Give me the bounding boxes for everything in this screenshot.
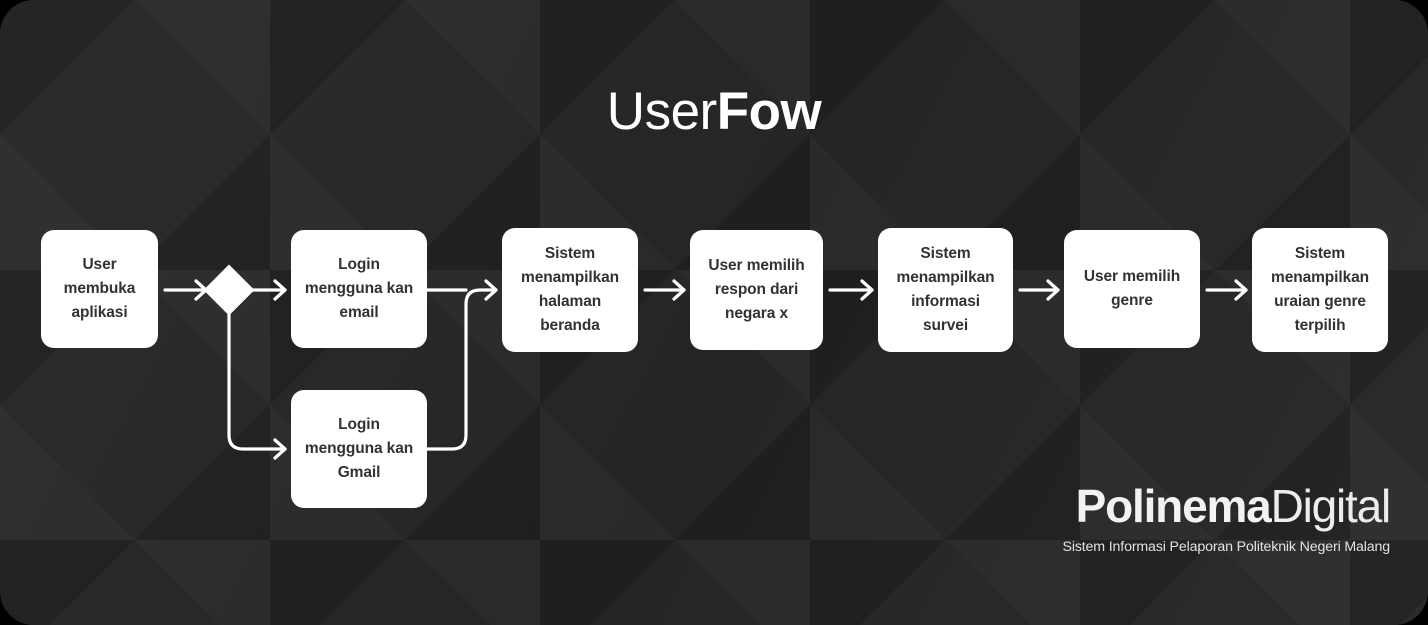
page-title-bold: Fow <box>716 82 822 141</box>
node-sistem-informasi-survei[interactable]: Sistem menampilkan informasi survei <box>878 228 1013 352</box>
arrowhead-decision-to-gmail <box>273 438 287 460</box>
polinema-digital-logo: PolinemaDigital Sistem Informasi Pelapor… <box>1062 478 1392 557</box>
node-user-memilih-genre[interactable]: User memilih genre <box>1064 230 1200 348</box>
arrowhead-survei-to-genre <box>1046 279 1060 301</box>
page-title: UserFow <box>0 76 1428 148</box>
arrowhead-beranda-to-respon <box>672 279 686 301</box>
node-label: Login mengguna kan email <box>304 256 414 321</box>
connector-decision-to-gmail <box>227 310 287 451</box>
logo-wordmark: PolinemaDigital <box>1063 478 1392 534</box>
logo-tagline: Sistem Informasi Pelaporan Politeknik Ne… <box>1062 539 1391 555</box>
node-user-membuka-aplikasi[interactable]: User membuka aplikasi <box>41 230 158 348</box>
node-label: Sistem menampilkan uraian genre terpilih <box>1271 245 1369 334</box>
node-user-memilih-respon-negara[interactable]: User memilih respon dari negara x <box>690 230 823 350</box>
arrowhead-start-to-decision <box>194 279 208 301</box>
node-label: User memilih respon dari negara x <box>708 257 805 322</box>
node-label: User membuka aplikasi <box>63 256 136 321</box>
arrowhead-genre-to-uraian <box>1234 279 1248 301</box>
arrowhead-respon-to-survei <box>860 279 874 301</box>
arrowhead-merge-to-beranda <box>484 279 498 301</box>
node-sistem-halaman-beranda[interactable]: Sistem menampilkan halaman beranda <box>502 228 638 352</box>
logo-wordmark-light: Digital <box>1270 480 1392 532</box>
node-label: Sistem menampilkan informasi survei <box>896 245 995 334</box>
logo-wordmark-bold: Polinema <box>1075 480 1272 532</box>
arrowhead-decision-to-email <box>273 279 287 301</box>
node-label: Sistem menampilkan halaman beranda <box>521 245 619 334</box>
page-title-light: User <box>606 82 717 141</box>
connector-gmail-to-beranda <box>425 288 498 451</box>
node-sistem-uraian-genre[interactable]: Sistem menampilkan uraian genre terpilih <box>1252 228 1388 352</box>
node-login-email[interactable]: Login mengguna kan email <box>291 230 427 348</box>
node-label: Login mengguna kan Gmail <box>304 416 414 481</box>
node-label: User memilih genre <box>1083 268 1181 309</box>
decision-diamond <box>203 264 255 316</box>
node-login-gmail[interactable]: Login mengguna kan Gmail <box>291 390 427 508</box>
